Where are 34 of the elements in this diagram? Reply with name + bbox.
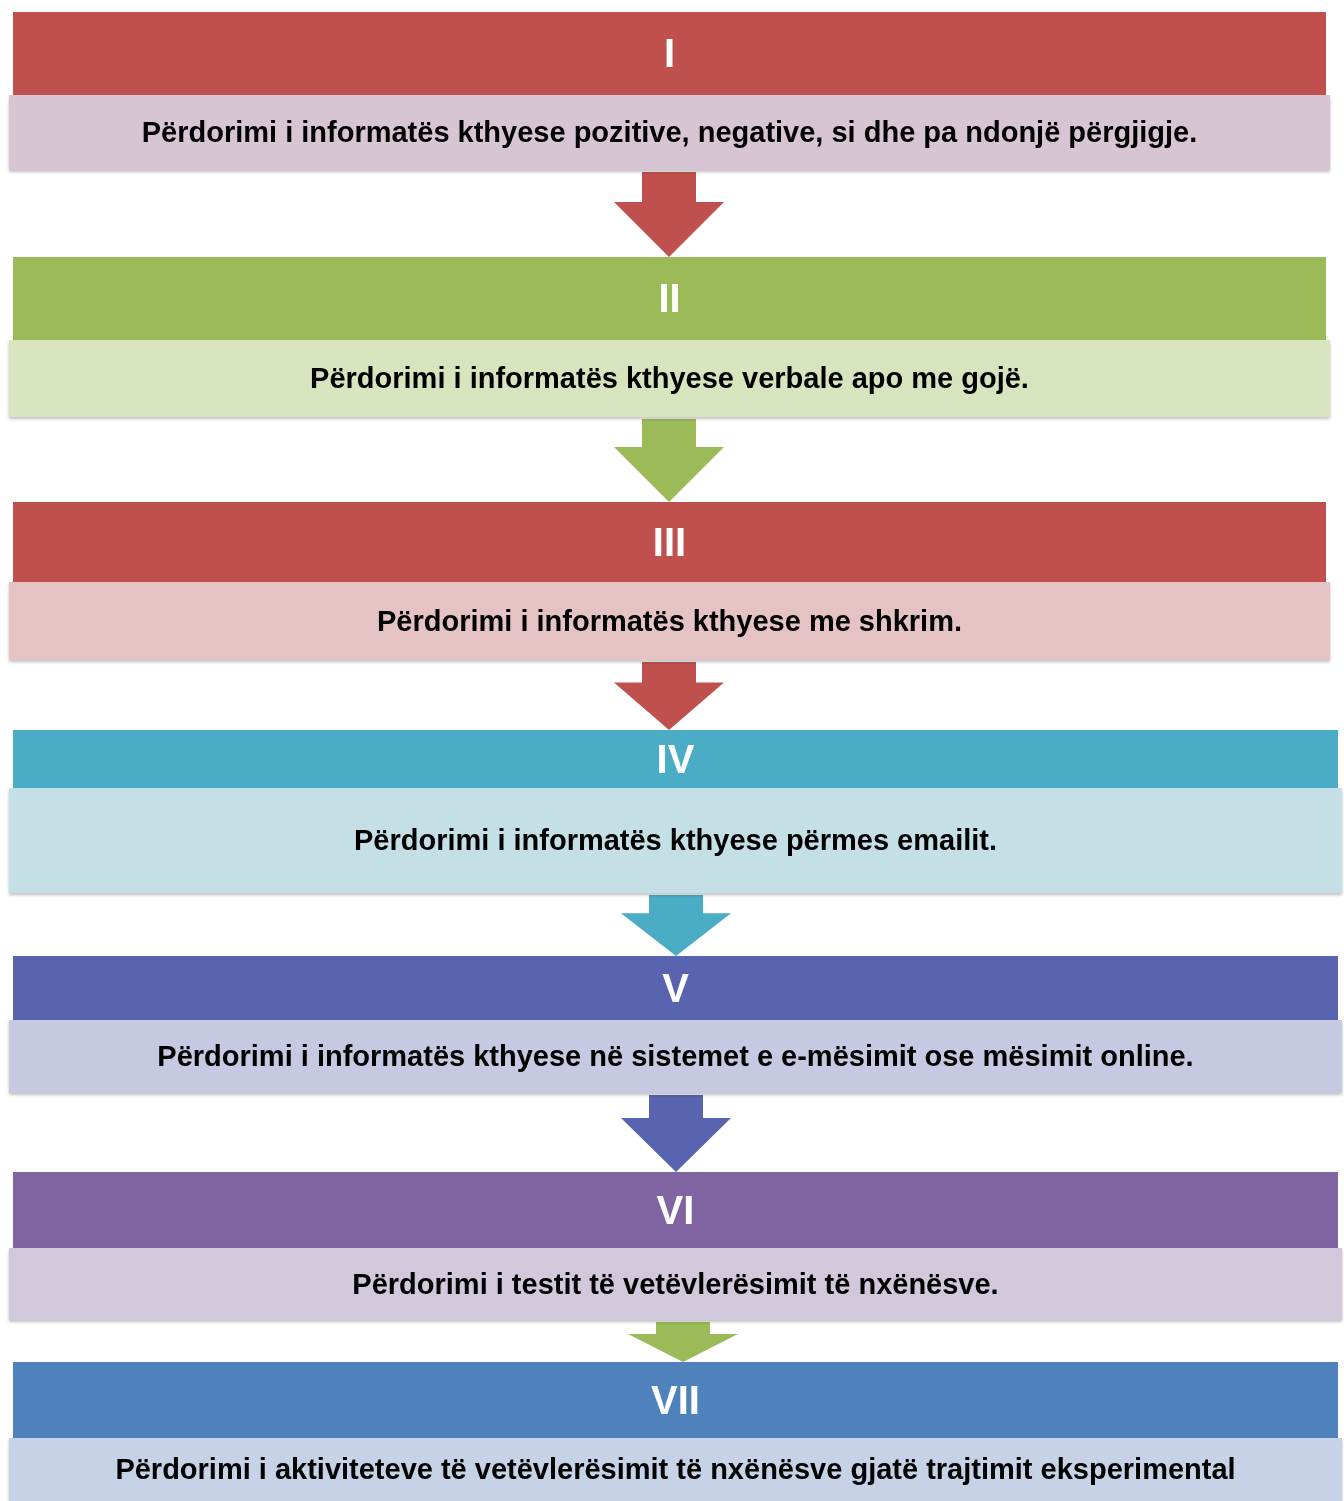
block-arrow	[614, 172, 724, 257]
stage-description-band	[9, 340, 1330, 417]
stage-description-band	[9, 582, 1330, 660]
block-arrow	[621, 895, 731, 956]
stage-description-band	[9, 1438, 1342, 1501]
stage-description: Përdorimi i testit të vetëvlerësimit të nxënësve.	[352, 1267, 999, 1301]
block-arrow	[628, 1322, 738, 1362]
stage-number: I	[663, 31, 676, 76]
block-arrow	[614, 419, 724, 502]
stage-header-band	[13, 1172, 1338, 1248]
stage-header-band	[13, 730, 1338, 788]
stage-description-band	[9, 1248, 1342, 1320]
stage-header-band	[13, 502, 1326, 582]
stage-description-band	[9, 95, 1330, 170]
stage-number: VII	[651, 1377, 700, 1423]
block-arrow	[614, 662, 724, 730]
stage-header-band	[13, 1362, 1338, 1438]
stage-description: Përdorimi i informatës kthyese përmes emailit.	[353, 824, 998, 857]
stage-header-band	[13, 12, 1326, 95]
stage-number: II	[658, 276, 681, 321]
stage-description-band	[9, 1020, 1342, 1093]
stage-number: III	[652, 519, 687, 565]
stage-description: Përdorimi i aktiviteteve të vetëvlerësimit të nxënësve gjatë trajtimit eksperimental	[115, 1453, 1236, 1486]
stage-description: Përdorimi i informatës kthyese në sistemet e e-mësimit ose mësimit online.	[157, 1040, 1194, 1073]
block-arrow	[621, 1095, 731, 1172]
stage-description: Përdorimi i informatës kthyese me shkrim.	[376, 604, 963, 638]
stage-number: V	[662, 965, 689, 1011]
stage-number: IV	[656, 736, 695, 782]
stage-number: VI	[656, 1187, 695, 1233]
stage-description: Përdorimi i informatës kthyese pozitive, negative, si dhe pa ndonjë përgjigje.	[141, 116, 1198, 149]
stage-header-band	[13, 956, 1338, 1020]
stage-description-band	[9, 788, 1342, 893]
stage-description: Përdorimi i informatës kthyese verbale apo me gojë.	[310, 362, 1029, 395]
stage-header-band	[13, 257, 1326, 340]
